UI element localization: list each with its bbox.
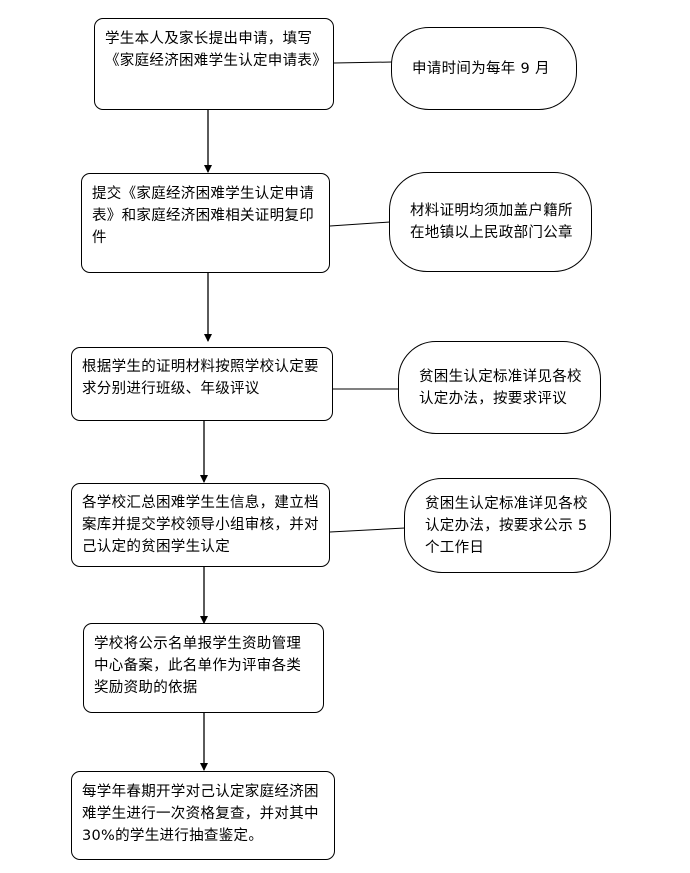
flow-step-3-text: 根据学生的证明材料按照学校认定要求分别进行班级、年级评议 [82,359,319,397]
note-4: 贫困生认定标准详见各校认定办法，按要求公示 5 个工作日 [404,478,611,573]
flow-step-5-text: 学校将公示名单报学生资助管理中心备案，此名单作为评审各类奖励资助的依据 [94,636,302,696]
note-3: 贫困生认定标准详见各校认定办法，按要求评议 [398,341,601,434]
note-connector-1 [333,61,393,64]
flow-step-1: 学生本人及家长提出申请，填写《家庭经济困难学生认定申请表》 [94,18,334,110]
note-1-text: 申请时间为每年 9 月 [412,60,550,77]
note-1: 申请时间为每年 9 月 [391,27,577,110]
flow-step-4-text: 各学校汇总困难学生生信息，建立档案库并提交学校领导小组审核，并对己认定的贫困学生… [82,495,319,555]
flow-step-4: 各学校汇总困难学生生信息，建立档案库并提交学校领导小组审核，并对己认定的贫困学生… [71,483,330,567]
note-connector-4 [329,527,406,533]
flow-step-2-text: 提交《家庭经济困难学生认定申请表》和家庭经济困难相关证明复印件 [92,186,314,246]
note-2: 材料证明均须加盖户籍所在地镇以上民政部门公章 [389,172,592,272]
note-connector-2 [329,221,391,227]
flow-step-5: 学校将公示名单报学生资助管理中心备案，此名单作为评审各类奖励资助的依据 [83,623,324,713]
flow-step-3: 根据学生的证明材料按照学校认定要求分别进行班级、年级评议 [71,347,333,421]
flow-step-6: 每学年春期开学对己认定家庭经济困难学生进行一次资格复查，并对其中 30%的学生进… [71,771,335,860]
flow-step-2: 提交《家庭经济困难学生认定申请表》和家庭经济困难相关证明复印件 [81,173,330,273]
note-4-text: 贫困生认定标准详见各校认定办法，按要求公示 5 个工作日 [425,495,588,556]
flow-step-1-text: 学生本人及家长提出申请，填写《家庭经济困难学生认定申请表》 [105,31,327,69]
note-3-text: 贫困生认定标准详见各校认定办法，按要求评议 [419,368,582,407]
flow-step-6-text: 每学年春期开学对己认定家庭经济困难学生进行一次资格复查，并对其中 30%的学生进… [82,784,319,844]
note-2-text: 材料证明均须加盖户籍所在地镇以上民政部门公章 [410,203,573,241]
